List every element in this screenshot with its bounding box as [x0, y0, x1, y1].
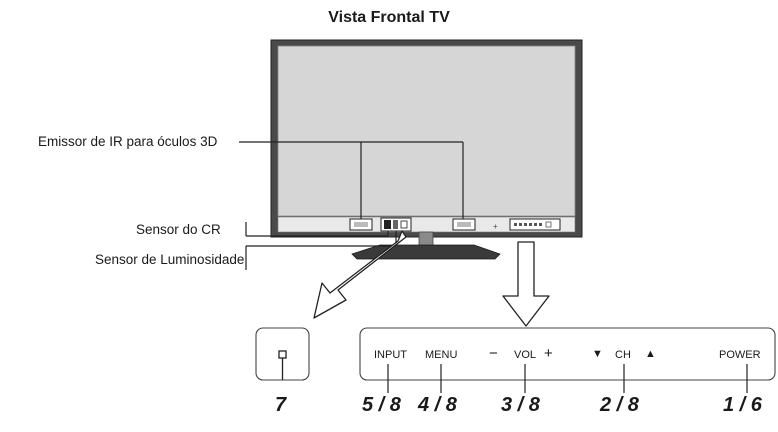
tv-screen — [277, 45, 576, 217]
ch-up-icon: ▲ — [645, 348, 656, 360]
control-panel-box — [359, 327, 776, 381]
button-power-label: POWER — [719, 349, 761, 361]
label-light-sensor: Sensor de Luminosidade — [95, 252, 245, 267]
arrow-to-panel — [502, 241, 550, 327]
sensor-window — [278, 350, 287, 359]
button-menu-label: MENU — [425, 349, 458, 361]
ref-number-ch: 2 / 8 — [600, 394, 639, 416]
label-remote-sensor: Sensor do CR — [136, 222, 221, 237]
arrow-to-sensor — [313, 230, 407, 319]
button-ch-label: CH — [615, 349, 631, 361]
button-input-label: INPUT — [374, 349, 407, 361]
ch-down-icon: ▼ — [592, 348, 603, 360]
tv-stand-neck — [418, 231, 434, 247]
tv-stand-base — [351, 244, 501, 260]
ref-number-sensor: 7 — [275, 394, 287, 416]
ref-number-power: 1 / 6 — [723, 394, 762, 416]
button-vol-label: VOL — [514, 349, 537, 361]
svg-text:+: + — [493, 222, 498, 231]
vol-plus-icon: + — [544, 345, 553, 362]
ref-number-vol: 3 / 8 — [501, 394, 540, 416]
ref-number-menu: 4 / 8 — [418, 394, 457, 416]
vol-minus-icon: − — [489, 345, 498, 362]
diagram-title: Vista Frontal TV — [328, 9, 450, 26]
ref-number-input: 5 / 8 — [362, 394, 401, 416]
label-ir-emitter: Emissor de IR para óculos 3D — [38, 134, 218, 149]
